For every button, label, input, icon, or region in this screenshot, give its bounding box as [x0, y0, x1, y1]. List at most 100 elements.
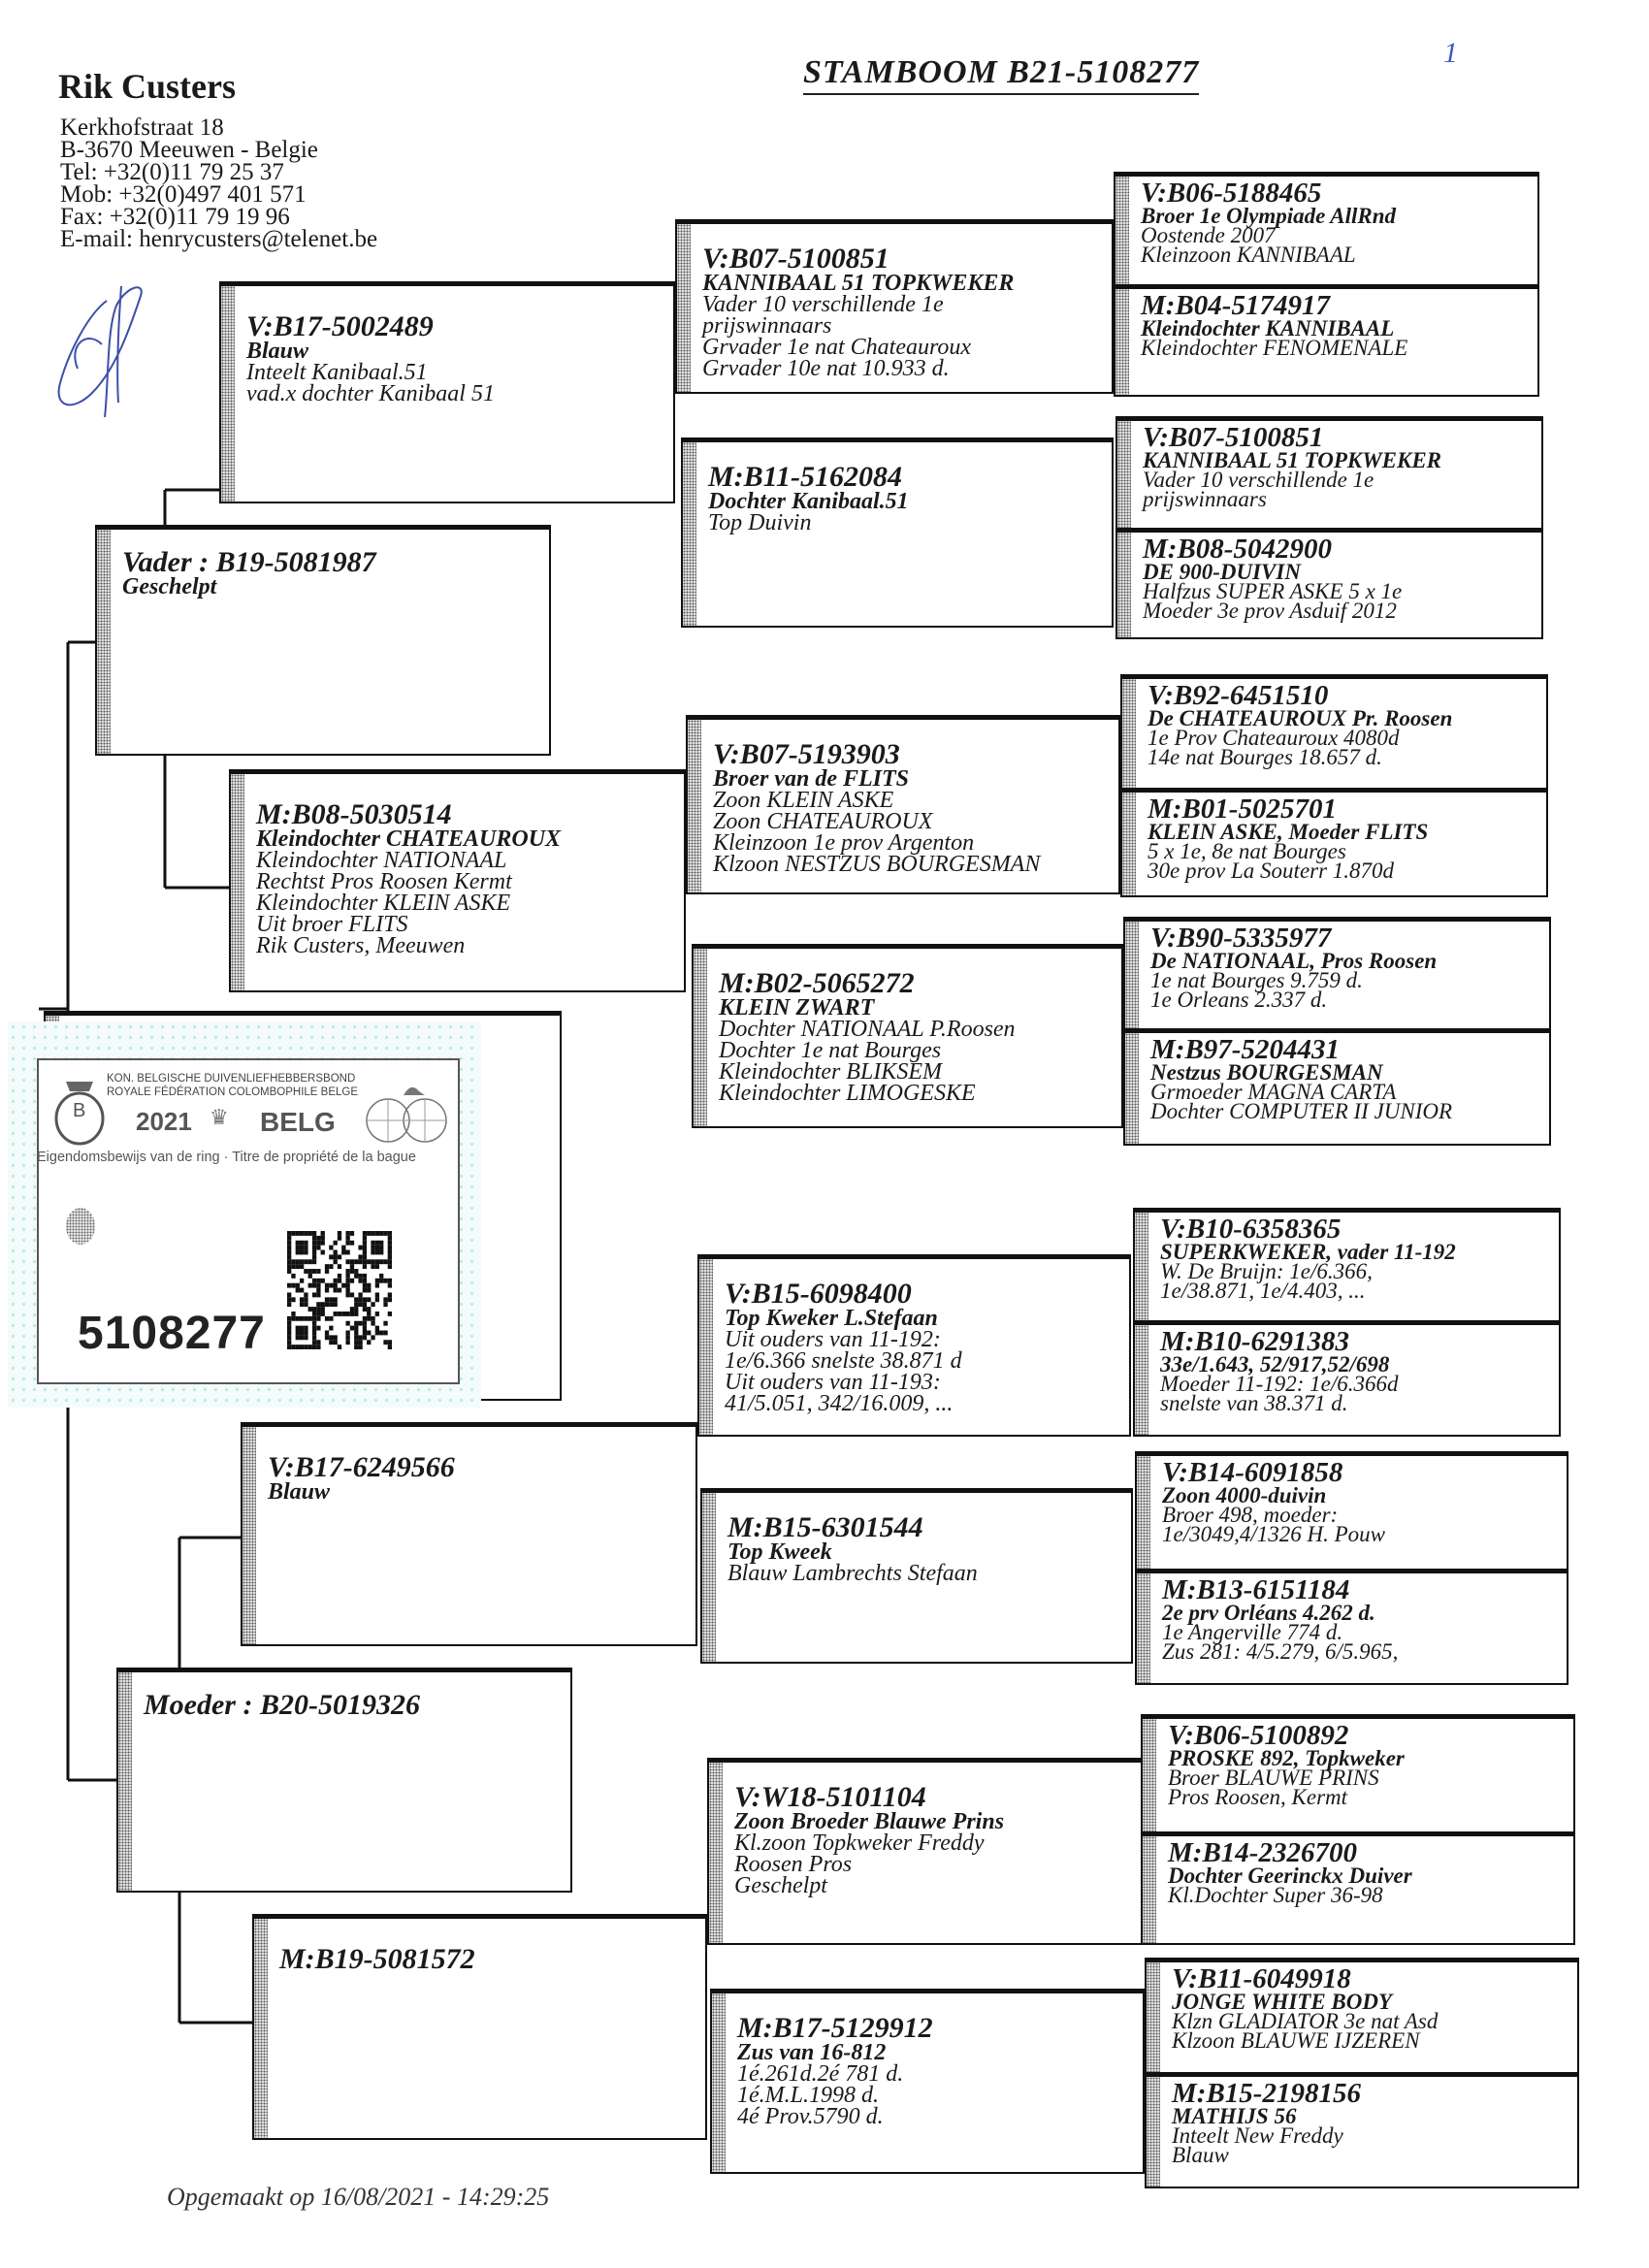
ring-id: V:B90-5335977 — [1150, 923, 1332, 954]
pedigree-note: KLEIN ASKE, Moeder FLITS — [1148, 820, 1429, 844]
ring-id: M:B19-5081572 — [279, 1943, 475, 1975]
pedigree-note: KLEIN ZWART — [719, 995, 875, 1021]
ring-id: V:B07-5100851 — [702, 243, 889, 275]
org-name-nl: KON. BELGISCHE DUIVENLIEFHEBBERSBOND — [107, 1073, 356, 1085]
ring-id: M:B11-5162084 — [708, 461, 903, 493]
pedigree-note: snelste van 38.371 d. — [1160, 1391, 1348, 1415]
pedigree-note: Inteelt New Freddy — [1172, 2123, 1343, 2148]
ring-id: M:B01-5025701 — [1148, 794, 1337, 825]
pedigree-note: Kl.Dochter Super 36-98 — [1168, 1883, 1383, 1907]
pedigree-note: vad.x dochter Kanibaal 51 — [246, 381, 495, 406]
pedigree-note: Nestzus BOURGESMAN — [1150, 1060, 1383, 1085]
pedigree-note: Grmoeder MAGNA CARTA — [1150, 1080, 1397, 1104]
pedigree-note: Roosen Pros — [734, 1852, 853, 1877]
pedigree-note: KANNIBAAL 51 TOPKWEKER — [702, 271, 1015, 296]
pedigree-note: Top Duivin — [708, 510, 812, 535]
ring-id: V:B17-5002489 — [246, 310, 434, 342]
ring-id: M:B14-2326700 — [1168, 1837, 1357, 1868]
pedigree-note: Rik Custers, Meeuwen — [256, 933, 466, 958]
pedigree-note: Broer BLAUWE PRINS — [1168, 1766, 1379, 1790]
ring-id: V:B06-5100892 — [1168, 1720, 1349, 1751]
pedigree-note: Uit ouders van 11-192: — [725, 1327, 941, 1352]
pedigree-note: 30e prov La Souterr 1.870d — [1148, 859, 1395, 883]
signature-icon — [57, 285, 143, 418]
pedigree-note: 41/5.051, 342/16.009, ... — [725, 1391, 954, 1416]
pedigree-note: 1e Prov Chateauroux 4080d — [1148, 726, 1400, 750]
pedigree-note: Broer 1e Olympiade AllRnd — [1141, 204, 1397, 228]
pedigree-note: Dochter Kanibaal.51 — [708, 489, 909, 514]
pedigree-note: 1é.M.L.1998 d. — [737, 2083, 879, 2108]
pedigree-note: Inteelt Kanibaal.51 — [246, 360, 428, 385]
pedigree-note: Zus 281: 4/5.279, 6/5.965, — [1162, 1639, 1399, 1664]
ring-id: V:B15-6098400 — [725, 1278, 912, 1310]
qr-code-icon[interactable] — [287, 1231, 392, 1349]
ring-id: V:B92-6451510 — [1148, 680, 1329, 711]
pedigree-note: Blauw — [268, 1479, 331, 1505]
ring-id: Moeder : B20-5019326 — [144, 1689, 420, 1721]
ring-id: M:B13-6151184 — [1162, 1574, 1350, 1605]
ring-id: V:W18-5101104 — [734, 1781, 926, 1813]
pedigree-box-mvmm: M:B13-6151184 2e prv Orléans 4.262 d. 1e… — [1135, 1569, 1568, 1685]
pedigree-note: Kleindochter CHATEAUROUX — [256, 826, 562, 852]
pedigree-note: 4é Prov.5790 d. — [737, 2104, 884, 2129]
owner-name: Rik Custers — [58, 67, 237, 106]
pedigree-note: Kleindochter LIMOGESKE — [719, 1081, 976, 1106]
address-line: Fax: +32(0)11 79 19 96 — [60, 204, 290, 230]
ring-country: BELG — [260, 1107, 336, 1137]
pedigree-note: Moeder 3e prov Asduif 2012 — [1143, 599, 1397, 623]
pedigree-note: Kleindochter BLIKSEM — [719, 1059, 942, 1085]
pedigree-note: SUPERKWEKER, vader 11-192 — [1160, 1240, 1456, 1264]
crown-icon: ♛ — [210, 1105, 229, 1129]
pedigree-note: 14e nat Bourges 18.657 d. — [1148, 745, 1382, 769]
pedigree-note: Klzoon BLAUWE IJZEREN — [1172, 2028, 1420, 2053]
pedigree-note: prijswinnaars — [702, 313, 832, 339]
ring-id: M:B04-5174917 — [1141, 290, 1330, 321]
hologram-dot-icon — [66, 1208, 95, 1245]
pedigree-note: Klzoon NESTZUS BOURGESMAN — [713, 852, 1041, 877]
pedigree-note: 33e/1.643, 52/917,52/698 — [1160, 1352, 1390, 1377]
pedigree-note: Blauw — [1172, 2143, 1229, 2167]
created-timestamp: Opgemaakt op 16/08/2021 - 14:29:25 — [167, 2183, 550, 2211]
pedigree-note: 1e Angerville 774 d. — [1162, 1620, 1343, 1644]
pedigree-note: Grvader 1e nat Chateauroux — [702, 335, 972, 360]
ring-id: V:B06-5188465 — [1141, 178, 1322, 209]
pedigree-note: 1e nat Bourges 9.759 d. — [1150, 968, 1363, 992]
pedigree-box-moeder: Moeder : B20-5019326 — [116, 1668, 572, 1893]
ring-id: V:B14-6091858 — [1162, 1457, 1343, 1488]
pedigree-title: STAMBOOM B21-5108277 — [803, 54, 1200, 95]
pedigree-note: Kleindochter KANNIBAAL — [1141, 316, 1395, 340]
pedigree-note: 1e/3049,4/1326 H. Pouw — [1162, 1522, 1385, 1546]
pedigree-note: KANNIBAAL 51 TOPKWEKER — [1143, 448, 1442, 472]
pedigree-note: Klzn GLADIATOR 3e nat Asd — [1172, 2009, 1439, 2033]
ring-id: M:B10-6291383 — [1160, 1326, 1349, 1357]
address-line: Kerkhofstraat 18 — [60, 114, 224, 141]
ring-number: 5108277 — [78, 1308, 266, 1359]
pedigree-note: Blauw Lambrechts Stefaan — [728, 1561, 978, 1586]
pedigree-note: Dochter NATIONAAL P.Roosen — [719, 1017, 1016, 1042]
pedigree-note: Kleindochter NATIONAAL — [256, 848, 507, 873]
pedigree-note: PROSKE 892, Topkweker — [1168, 1746, 1405, 1770]
pedigree-note: Geschelpt — [122, 574, 217, 599]
ring-id: Vader : B19-5081987 — [122, 546, 376, 578]
address-line: B-3670 Meeuwen - Belgie — [60, 137, 318, 163]
ring-id: V:B07-5193903 — [713, 738, 900, 770]
pedigree-note: 1e/6.366 snelste 38.871 d — [725, 1348, 962, 1374]
pedigree-note: Zoon CHATEAUROUX — [713, 809, 933, 834]
